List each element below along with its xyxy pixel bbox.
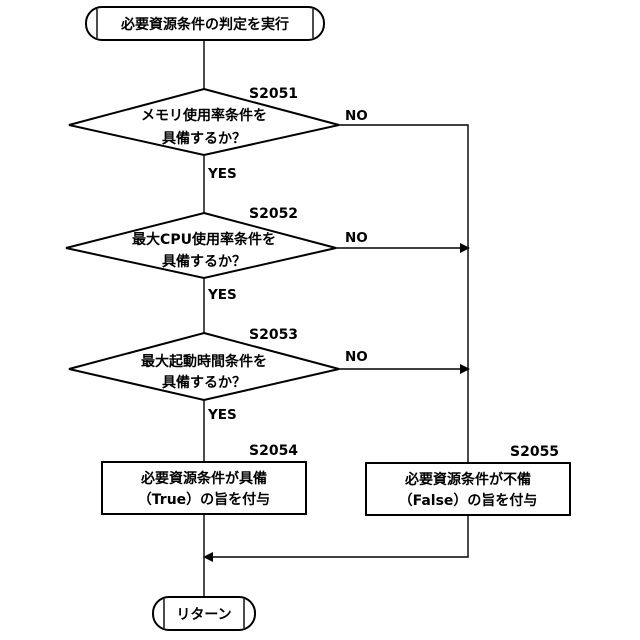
end-terminal: リターン	[153, 597, 255, 630]
decision-s2052-line1: 最大CPU使用率条件を	[132, 231, 276, 248]
decision-s2052: S2052 最大CPU使用率条件を 具備するか？	[66, 206, 336, 278]
decision-s2053-line1: 最大起動時間条件を	[141, 353, 267, 370]
step-id-s2055: S2055	[510, 444, 559, 460]
no-label-s2052: NO	[345, 230, 368, 246]
process-s2055-line1: 必要資源条件が不備	[404, 471, 531, 488]
yes-label-s2053: YES	[207, 407, 237, 423]
decision-s2051-line1: メモリ使用率条件を	[141, 107, 267, 124]
process-s2054-line1: 必要資源条件が具備	[140, 470, 267, 487]
process-s2055-line2: （False）の旨を付与	[399, 492, 538, 509]
decision-s2053: S2053 最大起動時間条件を 具備するか？	[69, 327, 339, 400]
end-label: リターン	[176, 607, 231, 623]
start-label: 必要資源条件の判定を実行	[120, 16, 289, 33]
step-id-s2053: S2053	[249, 327, 298, 343]
decision-s2051: S2051 メモリ使用率条件を 具備するか？	[69, 86, 339, 155]
connector-s2055-return	[212, 515, 468, 557]
decision-s2051-line2: 具備するか？	[161, 130, 246, 147]
no-label-s2051: NO	[345, 108, 368, 124]
step-id-s2052: S2052	[249, 206, 298, 222]
step-id-s2051: S2051	[249, 86, 298, 102]
yes-label-s2051: YES	[207, 166, 237, 182]
start-terminal: 必要資源条件の判定を実行	[86, 7, 324, 40]
connector-s2051-no	[339, 125, 468, 463]
yes-label-s2052: YES	[207, 287, 237, 303]
decision-s2052-line2: 具備するか？	[161, 253, 246, 270]
decision-s2053-line2: 具備するか？	[161, 374, 246, 391]
process-s2054-line2: （True）の旨を付与	[138, 491, 270, 508]
no-label-s2053: NO	[345, 349, 368, 365]
step-id-s2054: S2054	[249, 443, 298, 459]
